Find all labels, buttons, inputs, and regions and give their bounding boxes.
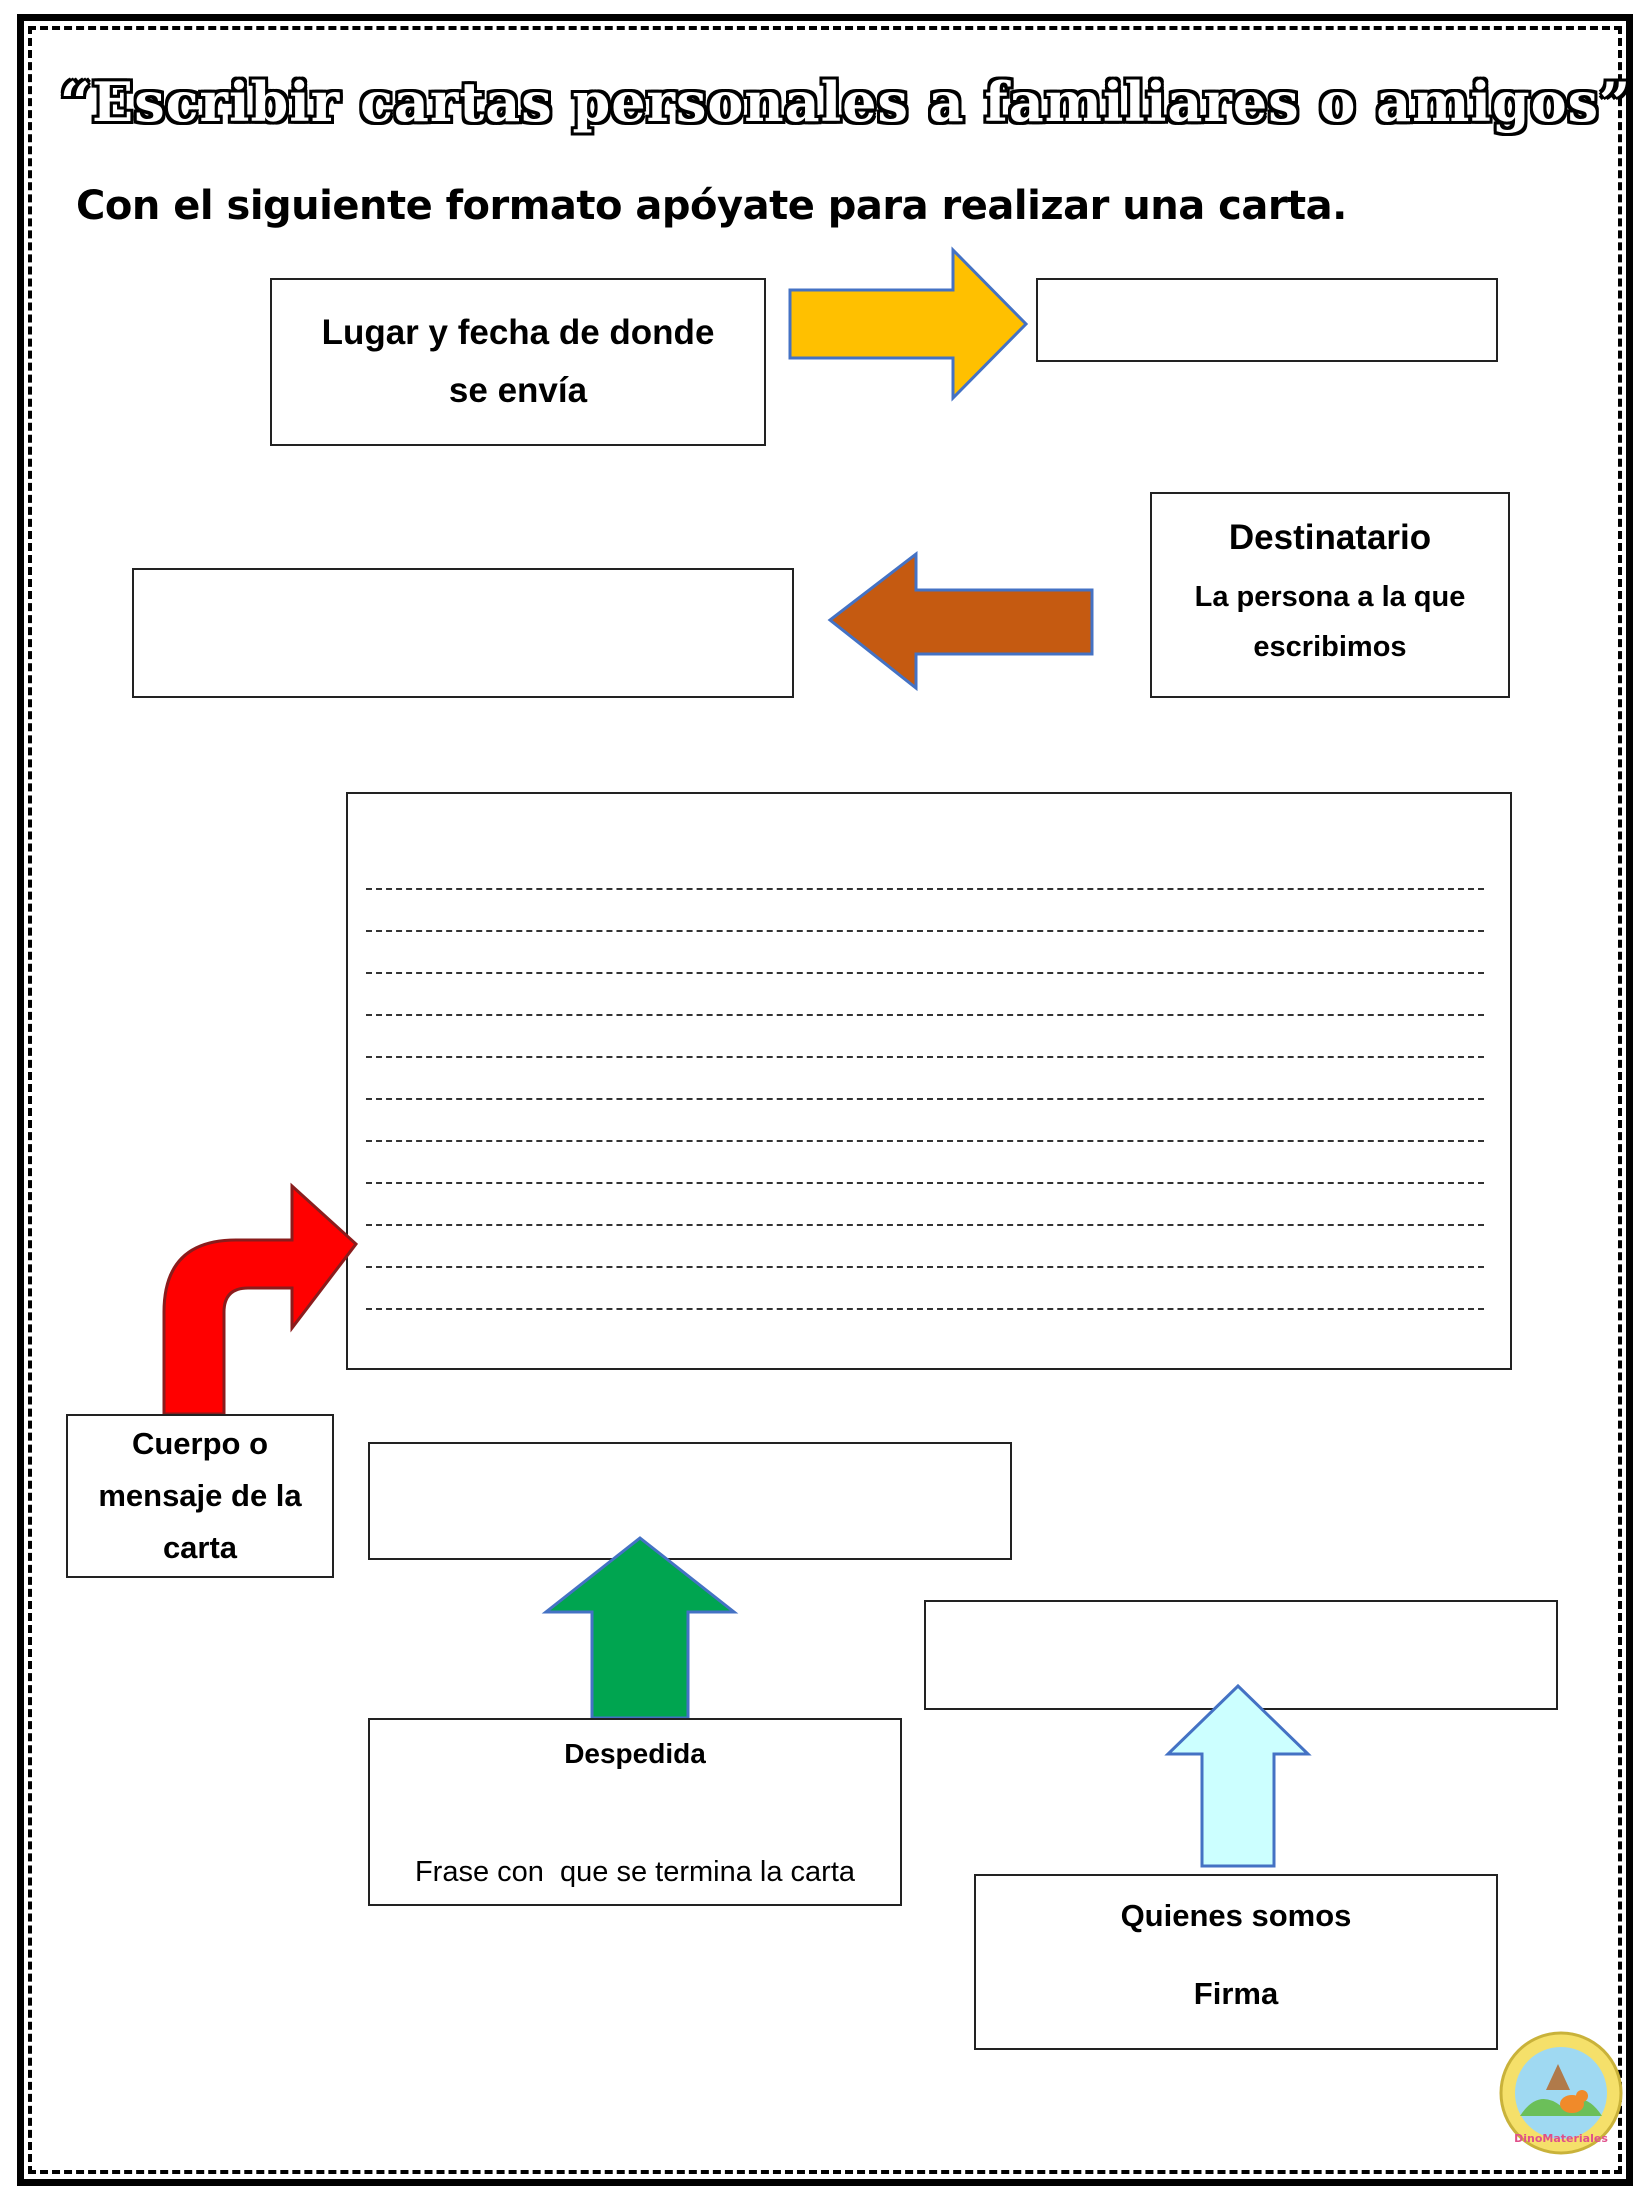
instructions: Con el siguiente formato apóyate para re… [76,183,1347,229]
despedida-label-box: Despedida Frase con que se termina la ca… [368,1718,902,1906]
writing-line [366,888,1484,890]
arrow-destinatario-icon [827,550,1094,692]
writing-line [366,1266,1484,1268]
writing-line [366,1014,1484,1016]
writing-line [366,1140,1484,1142]
writing-line [366,1056,1484,1058]
lugar-fecha-label: Lugar y fecha de donde se envía [321,313,715,410]
writing-line [366,972,1484,974]
dino-logo-icon: DinoMateriales [1499,2031,1623,2155]
destinatario-label-box: Destinatario La persona a la que escribi… [1150,492,1510,698]
page-border [17,14,1633,2186]
arrow-cuerpo-icon [162,1182,359,1416]
destinatario-desc: La persona a la que escribimos [1194,581,1466,663]
writing-line [366,1182,1484,1184]
despedida-title: Despedida [564,1738,706,1769]
despedida-desc: Frase con que se termina la carta [414,1856,856,1888]
writing-line [366,1224,1484,1226]
lugar-fecha-label-box: Lugar y fecha de donde se envía [270,278,766,446]
destinatario-answer-box[interactable] [132,568,794,698]
firma-label-box: Quienes somos Firma [974,1874,1498,2050]
despedida-answer-box[interactable] [368,1442,1012,1560]
writing-lines [366,888,1484,1318]
arrow-firma-icon [1164,1683,1312,1868]
writing-line [366,1308,1484,1310]
writing-line [366,930,1484,932]
writing-line [366,1098,1484,1100]
logo-text: DinoMateriales [1514,2132,1608,2145]
worksheet-title: “Escribir cartas personales a familiares… [60,70,1632,134]
cuerpo-label: Cuerpo o mensaje de la carta [98,1426,302,1565]
destinatario-title: Destinatario [1228,518,1432,557]
cuerpo-label-box: Cuerpo o mensaje de la carta [66,1414,334,1578]
lugar-fecha-answer-box[interactable] [1036,278,1498,362]
page-dashed-border [28,26,1622,2174]
arrow-despedida-icon [541,1536,739,1720]
quienes-label: Quienes somos [1120,1898,1352,1933]
firma-label: Firma [1193,1976,1279,2011]
arrow-lugar-icon [788,246,1029,402]
